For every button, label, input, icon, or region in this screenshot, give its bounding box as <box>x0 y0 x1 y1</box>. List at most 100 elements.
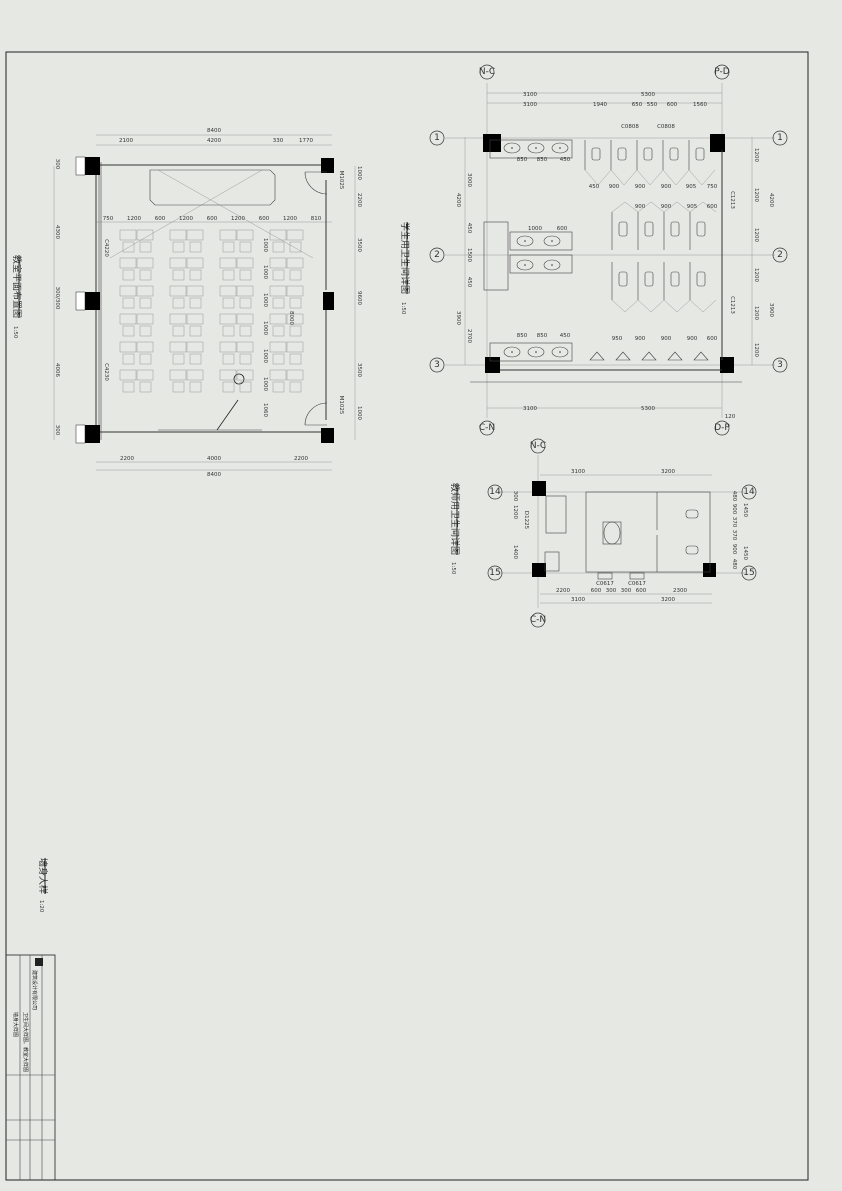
vanity-counter <box>489 139 573 159</box>
chair <box>189 297 202 309</box>
chair <box>272 381 285 393</box>
dimension-label: 550 <box>647 102 658 108</box>
grid-axis-bubble <box>479 64 495 80</box>
washbasin <box>543 235 561 247</box>
chair <box>122 241 135 253</box>
dimension-label: 1200 <box>753 148 759 162</box>
desk <box>236 341 254 353</box>
window-label: C1213 <box>729 296 735 314</box>
urinal <box>667 351 683 361</box>
dimension-label: 1200 <box>753 306 759 320</box>
desk <box>269 229 287 241</box>
urinal <box>693 351 709 361</box>
dimension-label: 900 <box>635 204 646 210</box>
dimension-label: 3000 <box>466 173 472 187</box>
chair <box>189 381 202 393</box>
dimension-label: 3100 <box>523 92 537 98</box>
desk <box>269 313 287 325</box>
desk <box>186 257 204 269</box>
column <box>532 481 546 496</box>
desk <box>119 285 137 297</box>
dimension-label: 2100 <box>119 138 133 144</box>
dimension-label: 1200 <box>512 505 518 519</box>
wc-room <box>585 491 711 573</box>
dimension-label: 1200 <box>753 228 759 242</box>
dimension-label: 900 <box>609 184 620 190</box>
dimension-label: 300 <box>621 588 632 594</box>
dimension-label: 1400 <box>512 545 518 559</box>
dimension-label: 850 <box>517 157 528 163</box>
dimension-label: 850 <box>537 157 548 163</box>
chair <box>189 325 202 337</box>
toilet <box>685 509 699 519</box>
desk <box>269 369 287 381</box>
desk <box>136 257 154 269</box>
dimension-label: 3200 <box>661 597 675 603</box>
dimension-label: 450 <box>466 277 472 288</box>
column <box>485 357 500 373</box>
chair <box>189 269 202 281</box>
dimension-label: 1200 <box>127 216 141 222</box>
toilet <box>695 147 705 161</box>
dimension-label: 3200 <box>661 469 675 475</box>
dimension-label: 850 <box>517 333 528 339</box>
dimension-label: 600 <box>591 588 602 594</box>
washbasin <box>527 142 545 154</box>
desk <box>219 369 237 381</box>
dimension-label: 1000 <box>356 406 362 420</box>
dimension-label: 600 <box>636 588 647 594</box>
dimension-label: 450 <box>466 223 472 234</box>
chair <box>239 353 252 365</box>
chair <box>139 353 152 365</box>
chair <box>189 241 202 253</box>
chair <box>289 241 302 253</box>
chair <box>222 297 235 309</box>
desk <box>119 229 137 241</box>
chair <box>172 325 185 337</box>
chair <box>122 269 135 281</box>
chair <box>289 269 302 281</box>
door-swing <box>304 171 328 195</box>
dimension-label: 1500 <box>466 248 472 262</box>
grid-axis-label: P-D <box>714 67 729 77</box>
grid-axis-label: 1 <box>434 133 440 143</box>
dimension-label: 450 <box>560 157 571 163</box>
desk <box>286 229 304 241</box>
grid-axis-bubble <box>741 484 757 500</box>
dimension-label: 905 <box>687 204 698 210</box>
toilet <box>617 147 627 161</box>
dimension-label: 1000 <box>262 349 268 363</box>
grid-axis-label: 14 <box>489 487 501 497</box>
grid-axis-label: 15 <box>743 568 754 578</box>
window-label: C0808 <box>657 124 675 130</box>
dimension-label: 750 <box>103 216 114 222</box>
door-label: M1025 <box>338 171 344 190</box>
dimension-label: 9600 <box>356 291 362 305</box>
toilet <box>696 221 706 237</box>
desk <box>286 341 304 353</box>
desk <box>219 257 237 269</box>
toilet <box>669 147 679 161</box>
column <box>532 563 546 577</box>
dimension-label: 1200 <box>179 216 193 222</box>
grid-axis-bubble <box>487 565 503 581</box>
dimension-label: 900 <box>731 544 737 555</box>
desk <box>286 257 304 269</box>
chair <box>272 325 285 337</box>
dimension-label: 1000 <box>262 321 268 335</box>
dimension-label: 370 <box>731 530 737 541</box>
chair <box>172 353 185 365</box>
dimension-label: 1000 <box>262 377 268 391</box>
grid-axis-label: C-N <box>530 615 546 625</box>
column <box>703 563 716 577</box>
desk <box>236 229 254 241</box>
door-swing <box>304 402 328 426</box>
dimension-label: 4200 <box>455 193 461 207</box>
toilet <box>591 147 601 161</box>
door-label: D1225 <box>523 511 529 530</box>
desk <box>136 369 154 381</box>
dimension-label: 600 <box>707 336 718 342</box>
desk <box>169 341 187 353</box>
classroom-title: 教室平面布置图 <box>11 255 23 318</box>
grid-axis-label: 2 <box>777 250 783 260</box>
